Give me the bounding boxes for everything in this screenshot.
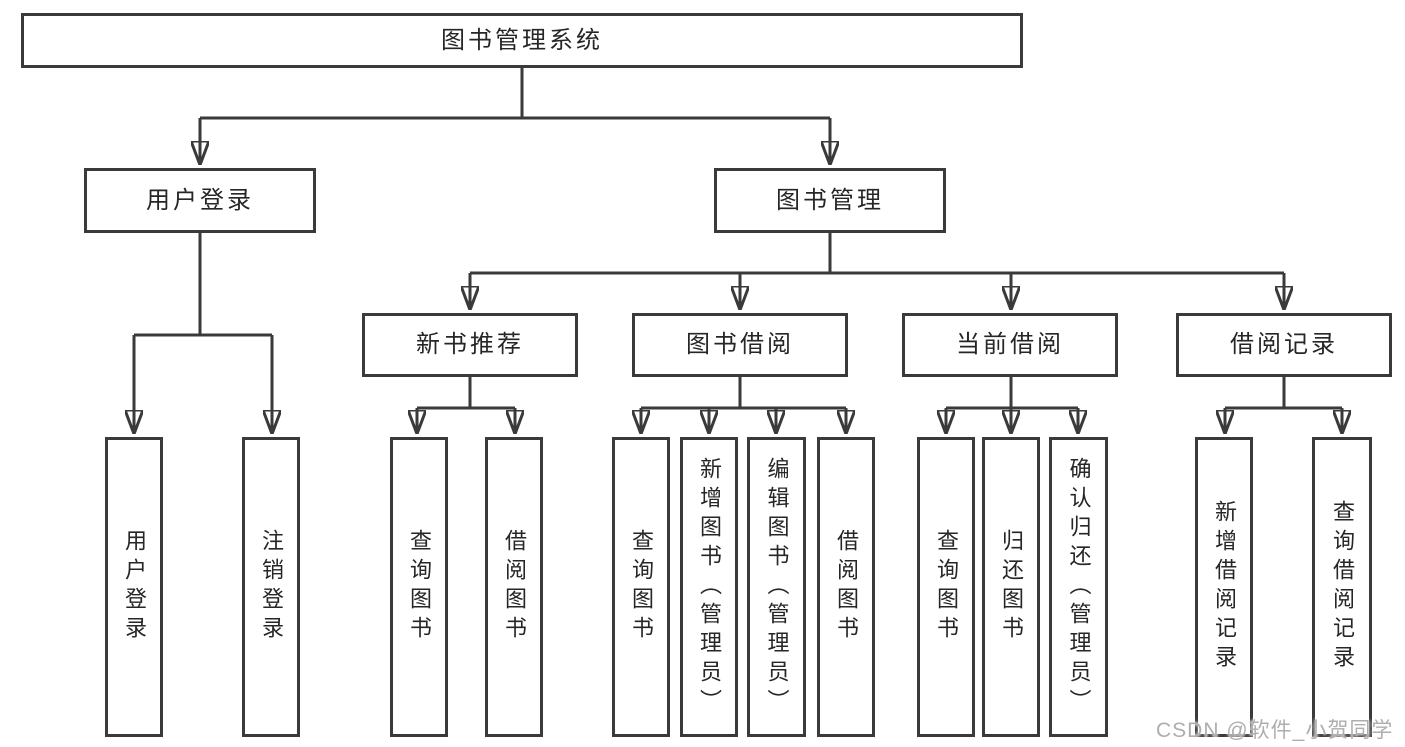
node-label: 新增图书（管理员） bbox=[697, 456, 722, 718]
node-label: 借阅图书 bbox=[834, 529, 859, 645]
node-label: 图书管理 bbox=[776, 186, 884, 214]
node-label: 新增借阅记录 bbox=[1212, 500, 1237, 674]
node-label: 借阅图书 bbox=[502, 529, 527, 645]
node-book-management: 图书管理 bbox=[714, 168, 946, 233]
node-book-borrowing: 图书借阅 bbox=[632, 313, 848, 377]
node-current-borrowing: 当前借阅 bbox=[902, 313, 1118, 377]
node-return-books: 归还图书 bbox=[982, 437, 1040, 737]
node-label: 查询图书 bbox=[934, 529, 959, 645]
node-edit-book-admin: 编辑图书（管理员） bbox=[747, 437, 806, 737]
node-confirm-return-admin: 确认归还（管理员） bbox=[1049, 437, 1108, 737]
node-label: 当前借阅 bbox=[956, 331, 1064, 358]
node-user-login: 用户登录 bbox=[84, 168, 316, 233]
node-query-books-recommend: 查询图书 bbox=[390, 437, 448, 737]
node-borrow-books-recommend: 借阅图书 bbox=[485, 437, 543, 737]
node-label: 图书管理系统 bbox=[441, 26, 603, 54]
node-label: 借阅记录 bbox=[1230, 331, 1338, 358]
node-query-books-current: 查询图书 bbox=[917, 437, 975, 737]
node-label: 归还图书 bbox=[999, 529, 1024, 645]
node-label: 用户登录 bbox=[146, 186, 254, 214]
csdn-watermark: CSDN @软件_小贺同学 bbox=[1156, 719, 1394, 742]
node-label: 注销登录 bbox=[259, 529, 284, 645]
node-borrowing-records: 借阅记录 bbox=[1176, 313, 1392, 377]
node-label: 编辑图书（管理员） bbox=[764, 456, 790, 718]
node-user-login-action: 用户登录 bbox=[105, 437, 163, 737]
node-label: 确认归还（管理员） bbox=[1066, 456, 1092, 718]
node-logout-action: 注销登录 bbox=[242, 437, 300, 737]
node-label: 查询图书 bbox=[629, 529, 654, 645]
node-query-books-borrowing: 查询图书 bbox=[612, 437, 670, 737]
node-add-borrow-record: 新增借阅记录 bbox=[1195, 437, 1253, 737]
node-new-book-recommendation: 新书推荐 bbox=[362, 313, 578, 377]
node-borrow-books: 借阅图书 bbox=[817, 437, 875, 737]
node-add-book-admin: 新增图书（管理员） bbox=[680, 437, 738, 737]
node-label: 查询图书 bbox=[407, 529, 432, 645]
node-label: 图书借阅 bbox=[686, 331, 794, 358]
node-library-management-system: 图书管理系统 bbox=[21, 13, 1023, 68]
node-label: 新书推荐 bbox=[416, 331, 524, 358]
node-label: 查询借阅记录 bbox=[1330, 500, 1355, 674]
node-label: 用户登录 bbox=[122, 529, 147, 645]
node-query-borrow-record: 查询借阅记录 bbox=[1312, 437, 1372, 737]
